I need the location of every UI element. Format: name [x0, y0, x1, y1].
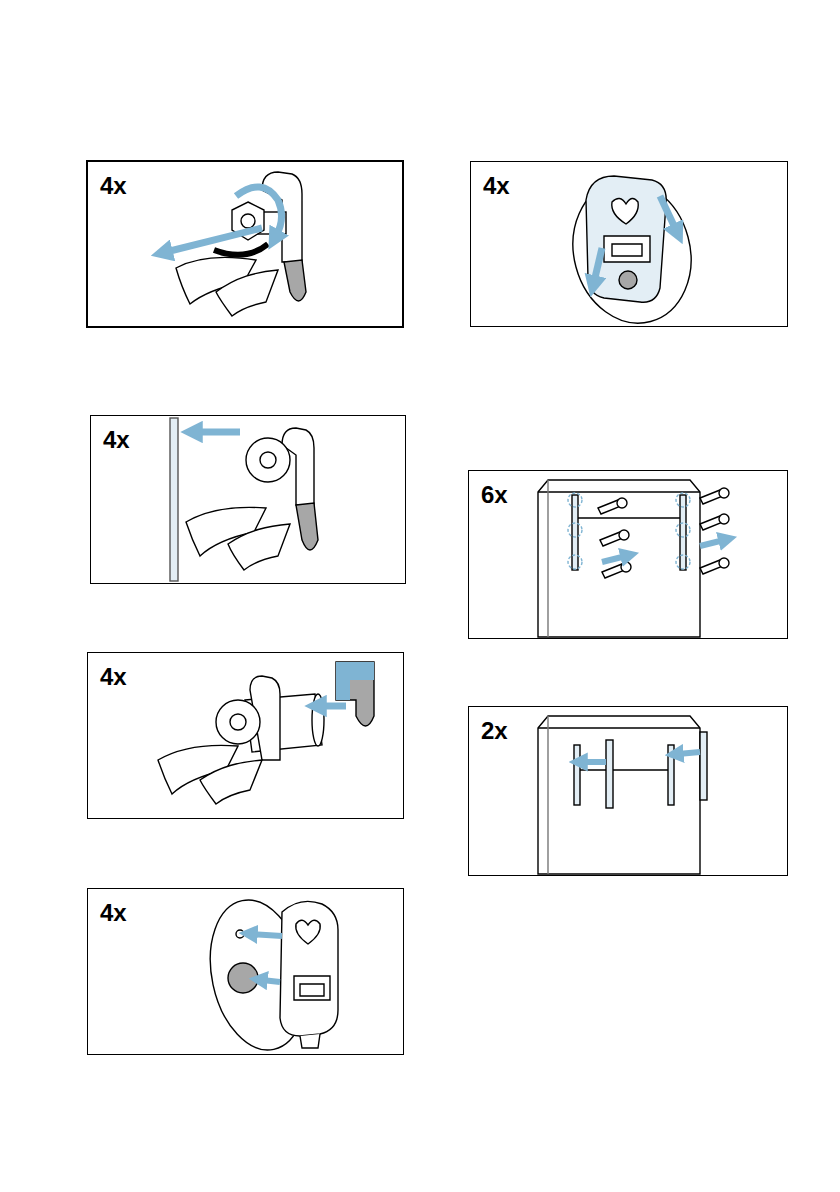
step-panel: 6x: [468, 470, 788, 639]
quantity-label: 2x: [481, 719, 508, 743]
quantity-label: 4x: [483, 174, 510, 198]
step-panel: 4x: [86, 160, 404, 328]
appliance-rails: [538, 716, 707, 874]
step-panel: 4x: [87, 888, 404, 1055]
step-panel: 4x: [470, 161, 788, 327]
appliance-screws: [538, 480, 729, 637]
quantity-label: 6x: [481, 483, 508, 507]
quantity-label: 4x: [100, 901, 127, 925]
quantity-label: 4x: [103, 428, 130, 452]
clip-insert: [158, 662, 374, 804]
step-panel: 2x: [468, 706, 788, 876]
clip-loosen: [166, 172, 306, 316]
clip-on-rail: [170, 418, 318, 581]
bracket-slide: [557, 167, 706, 336]
quantity-label: 4x: [100, 174, 127, 198]
step-panel: 4x: [90, 415, 406, 584]
step-panel: 4x: [87, 652, 404, 819]
quantity-label: 4x: [100, 665, 127, 689]
bracket-on-plate: [197, 891, 338, 1059]
